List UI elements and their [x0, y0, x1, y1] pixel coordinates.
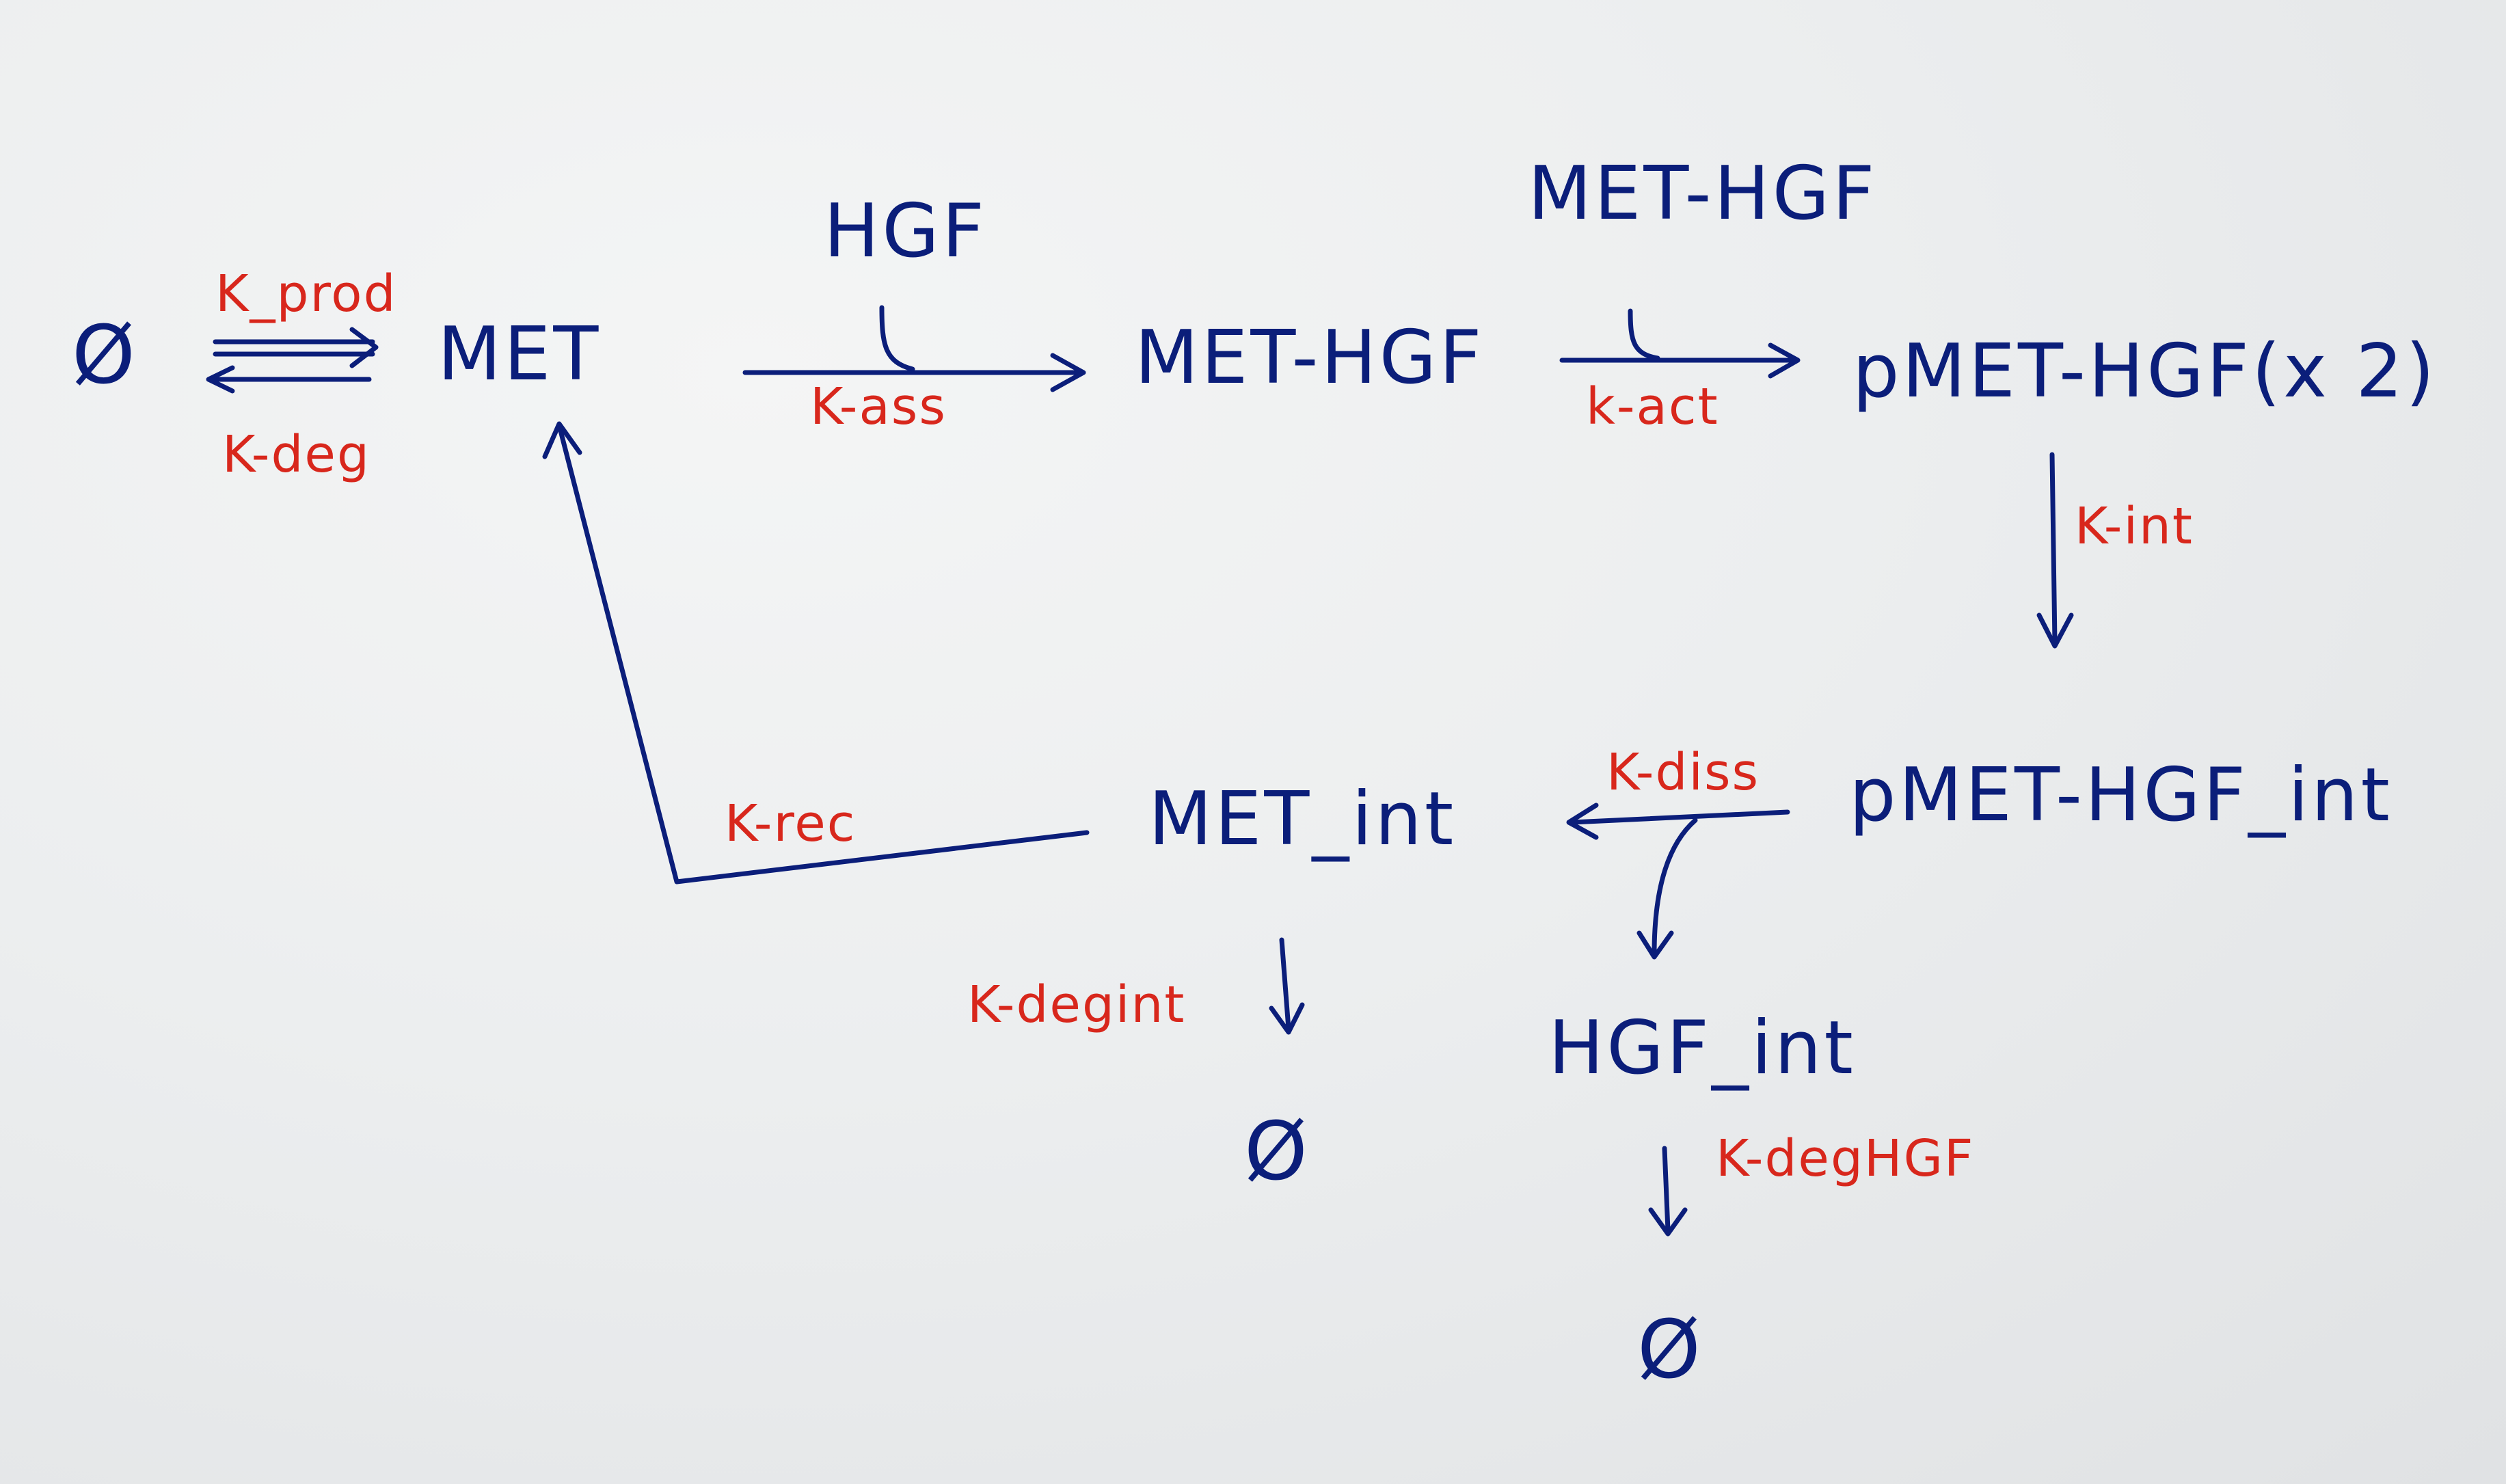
- species-met-hgf: MET-HGF: [1135, 315, 1484, 401]
- edge-activation: [1559, 308, 1801, 379]
- rate-k-degint: K-degint: [967, 975, 1185, 1034]
- edge-association: [742, 305, 1086, 392]
- edge-recycling: [542, 421, 1090, 885]
- rate-k-diss: K-diss: [1606, 743, 1760, 802]
- edge-production: [213, 327, 379, 368]
- species-pmet-hgf-int: pMET-HGF_int: [1849, 753, 2393, 838]
- edge-degradation: [206, 365, 372, 394]
- species-hgf: HGF: [824, 189, 987, 274]
- null-sink-hgf-int: Ø: [1637, 1302, 1701, 1397]
- edge-degradation-internal: [1269, 937, 1305, 1035]
- species-met: MET: [437, 312, 601, 397]
- species-hgf-int: HGF_int: [1548, 1006, 1856, 1091]
- rate-k-ass: K-ass: [810, 377, 947, 436]
- rate-k-int: K-int: [2075, 497, 2194, 556]
- rate-k-deghgf: K-degHGF: [1716, 1129, 1974, 1188]
- edge-internalization: [2036, 452, 2074, 649]
- species-pmet-hgf: pMET-HGF(x 2): [1852, 329, 2437, 414]
- rate-k-rec: K-rec: [725, 794, 856, 853]
- rate-k-prod: K_prod: [215, 265, 397, 323]
- rate-k-deg: K-deg: [222, 425, 370, 484]
- species-met-int: MET_int: [1148, 777, 1456, 862]
- null-source: Ø: [72, 308, 135, 402]
- null-sink-met-int: Ø: [1244, 1104, 1308, 1198]
- rate-k-act: k-act: [1586, 377, 1719, 436]
- edge-dissociation: [1566, 802, 1790, 960]
- species-met-hgf-modifier: MET-HGF: [1528, 151, 1877, 237]
- edge-degradation-hgf: [1648, 1146, 1688, 1237]
